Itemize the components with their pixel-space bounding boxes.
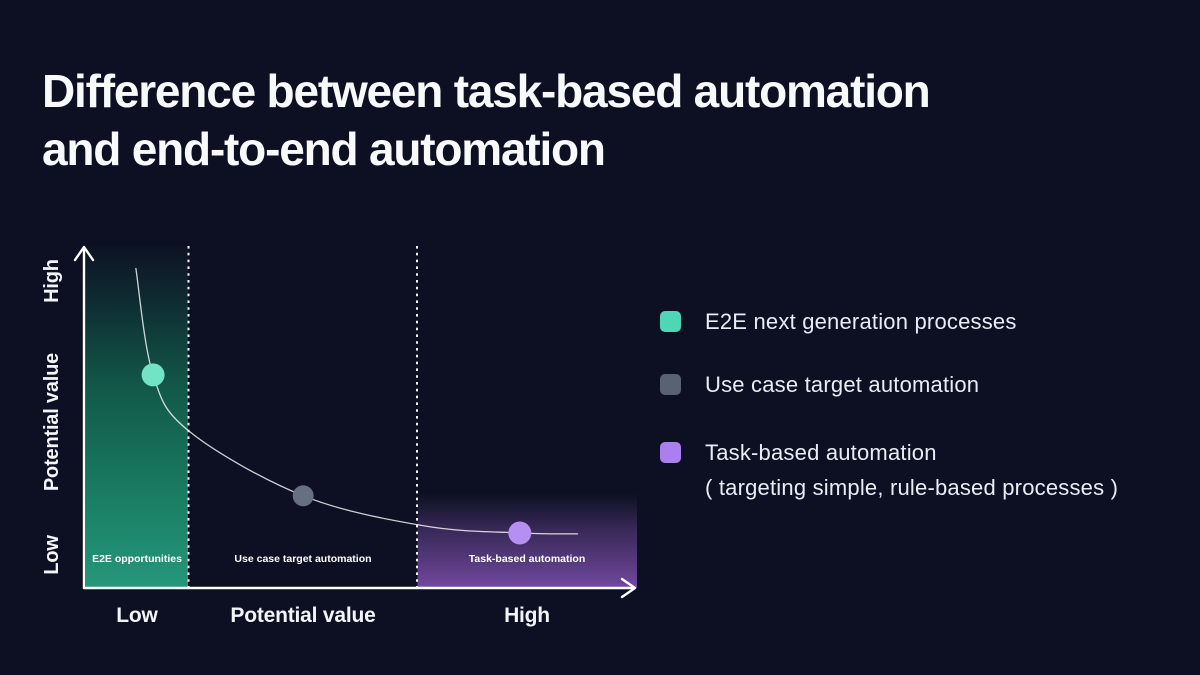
legend-label-text: Use case target automation xyxy=(705,372,980,397)
page-title-line1: Difference between task-based automation xyxy=(42,65,931,117)
zone-label-use-case-target: Use case target automation xyxy=(234,553,372,565)
legend-label: E2E next generation processes xyxy=(705,304,1017,339)
potential-value-chart xyxy=(73,245,637,599)
legend-label-text: E2E next generation processes xyxy=(705,309,1017,334)
legend-label: Use case target automation xyxy=(705,367,979,402)
zone-label-task-based: Task-based automation xyxy=(468,553,586,565)
data-points xyxy=(141,363,532,545)
legend-swatch-purple xyxy=(660,442,681,463)
x-axis-title: Potential value xyxy=(230,604,376,627)
data-point xyxy=(508,521,532,545)
x-axis-label-low: Low xyxy=(116,604,158,627)
legend-swatch-teal xyxy=(660,311,681,332)
legend-item-task-based: Task-based automation ( targeting simple… xyxy=(660,440,1118,505)
e2e-opportunities-zone-area xyxy=(85,246,188,588)
legend-item-use-case-target: Use case target automation xyxy=(660,372,979,402)
page-title: Difference between task-based automation… xyxy=(42,62,931,178)
zone-label-e2e-opportunities: E2E opportunities xyxy=(92,553,182,565)
y-axis-arrow-icon xyxy=(73,245,95,262)
legend-sublabel-text: ( targeting simple, rule-based processes… xyxy=(705,475,1119,500)
legend-label: Task-based automation ( targeting simple… xyxy=(705,435,1118,505)
legend-label-text: Task-based automation xyxy=(705,440,937,465)
data-point xyxy=(141,363,165,387)
page-title-line2: and end-to-end automation xyxy=(42,123,606,175)
axes xyxy=(73,245,637,599)
legend-item-e2e-next-generation: E2E next generation processes xyxy=(660,309,1017,339)
x-axis-label-high: High xyxy=(504,604,550,627)
y-axis-label-low: Low xyxy=(41,535,63,575)
x-axis-arrow-icon xyxy=(620,577,637,599)
data-point xyxy=(292,485,314,507)
legend-swatch-gray xyxy=(660,374,681,395)
